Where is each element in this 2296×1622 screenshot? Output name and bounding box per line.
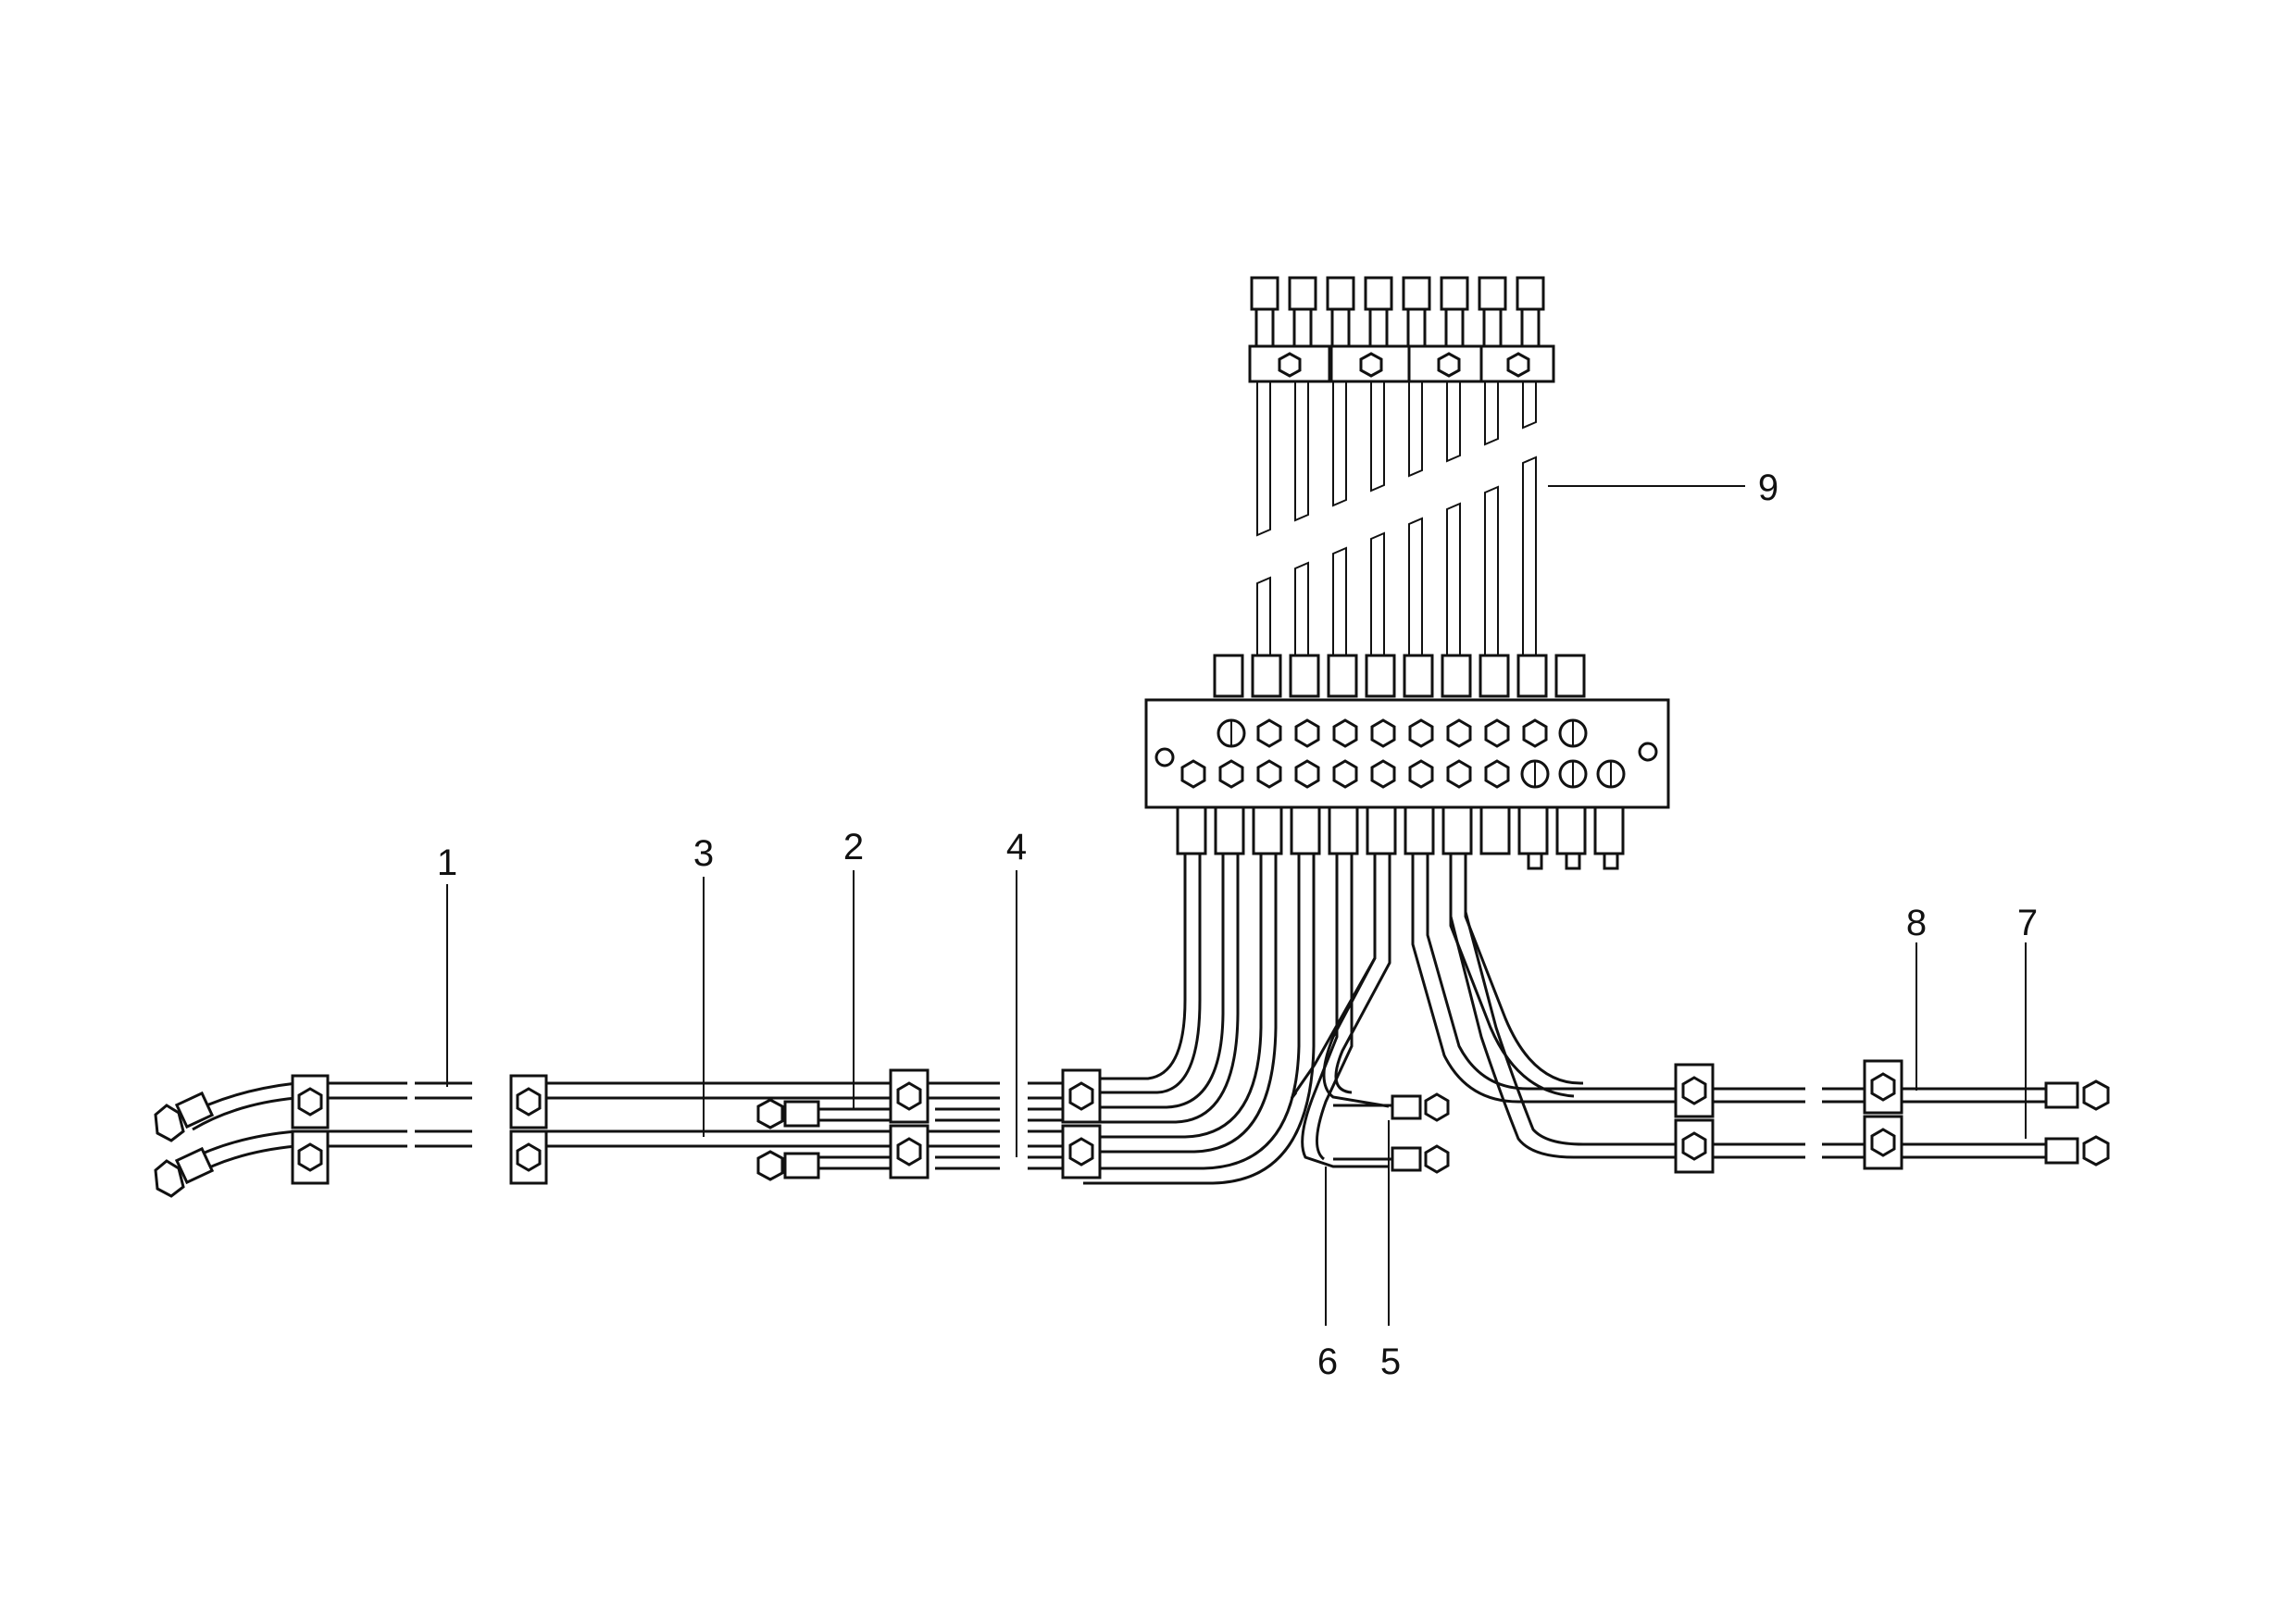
callout-6: 6 xyxy=(1317,1341,1338,1382)
branch-pipes xyxy=(1083,854,1676,1185)
left-horizontal-runs xyxy=(154,1068,1102,1198)
manifold-ports-top-row xyxy=(1217,718,1588,748)
center-fittings xyxy=(1333,1092,1450,1174)
leader-lines xyxy=(446,485,2027,1326)
left-end-fitting-lower xyxy=(154,1159,185,1198)
upper-pipe-segments xyxy=(1256,381,1537,537)
right-horizontal-runs xyxy=(1674,1059,2110,1174)
callout-9: 9 xyxy=(1758,468,1778,508)
callout-labels: 1 2 3 4 5 6 7 8 9 xyxy=(437,468,2038,1382)
manifold-top-fittings xyxy=(1213,654,1586,698)
callout-3: 3 xyxy=(693,833,714,874)
manifold-body xyxy=(1144,698,1670,809)
top-fittings-row xyxy=(1250,276,1545,348)
callout-7: 7 xyxy=(2017,903,2038,943)
callout-5: 5 xyxy=(1380,1341,1401,1382)
vertical-pipe-bundle xyxy=(1248,276,1555,657)
callout-2: 2 xyxy=(843,827,864,867)
mount-hole-right xyxy=(1638,742,1658,762)
stub-nut-upper xyxy=(756,1098,784,1129)
stub-nut-lower xyxy=(756,1150,784,1181)
mount-hole-left xyxy=(1154,747,1175,767)
callout-4: 4 xyxy=(1006,827,1027,867)
callout-8: 8 xyxy=(1906,903,1927,943)
manifold-block xyxy=(1144,654,1670,870)
manifold-ports-bottom-row xyxy=(1180,759,1626,789)
manifold-bottom-fittings xyxy=(1176,805,1625,870)
top-clamps xyxy=(1248,344,1555,383)
lower-pipe-segments xyxy=(1256,455,1537,657)
callout-1: 1 xyxy=(437,842,457,883)
left-end-fitting-upper xyxy=(154,1104,185,1142)
